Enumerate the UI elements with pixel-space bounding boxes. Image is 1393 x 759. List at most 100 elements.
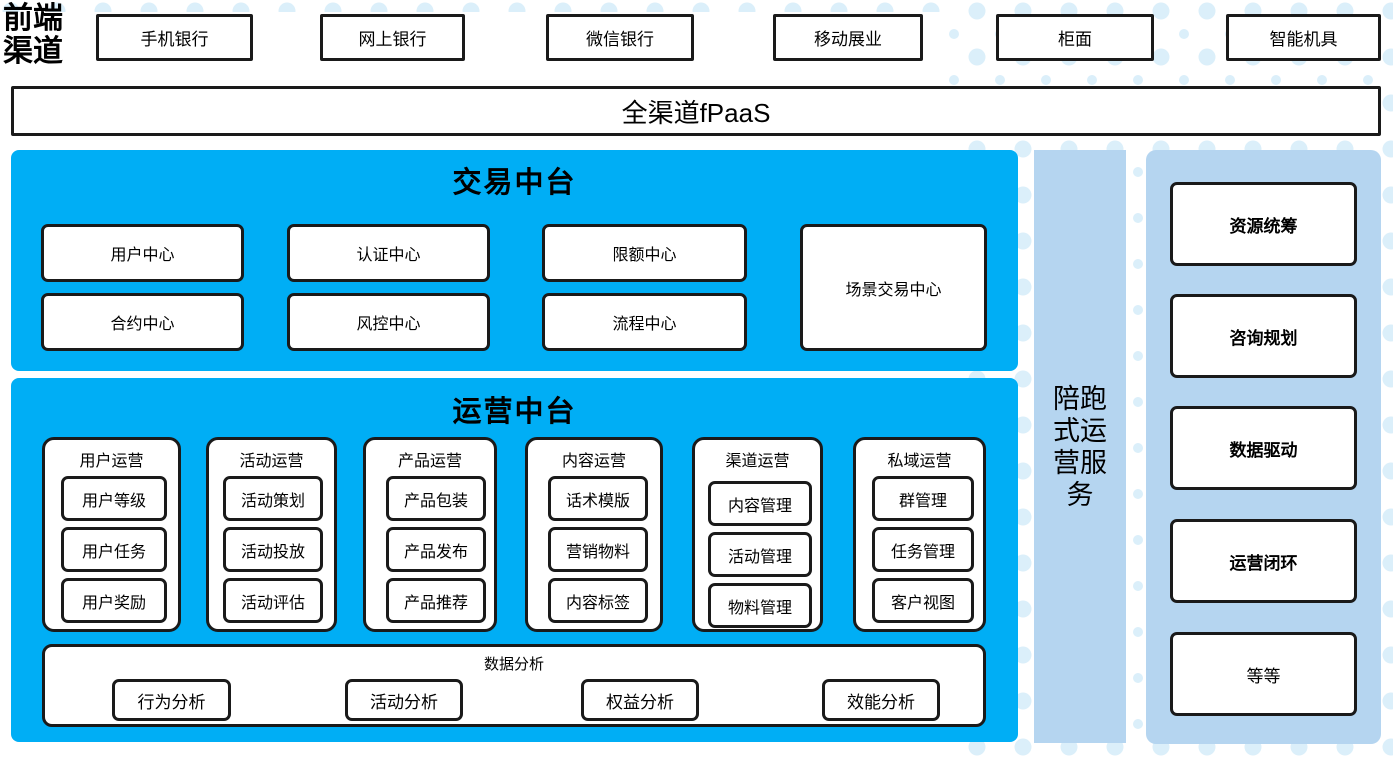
trade-center-title: 交易中台 (452, 167, 577, 199)
channel-label: 手机银行 (140, 30, 209, 49)
trade-box-label: 用户中心 (110, 247, 175, 264)
channel-label: 智能机具 (1269, 30, 1338, 49)
operation-center-title: 运营中台 (452, 396, 577, 428)
trade-box-label: 流程中心 (612, 316, 677, 333)
analysis-box-benefit[interactable]: 权益分析 (581, 679, 699, 721)
operation-subitem[interactable]: 物料管理 (708, 583, 812, 628)
front-channel-heading-line2: 渠道 (3, 35, 63, 68)
analysis-box-label: 活动分析 (370, 692, 438, 712)
trade-box-label: 场景交易中心 (845, 281, 942, 299)
trade-box-contract-center[interactable]: 合约中心 (41, 293, 244, 351)
channel-label: 柜面 (1058, 30, 1092, 49)
operation-subitem[interactable]: 用户任务 (61, 527, 167, 572)
service-rail-label-text: 陪跑式运营服务 (1053, 383, 1107, 510)
operation-subitem-label: 活动投放 (240, 543, 305, 561)
operation-subitem[interactable]: 活动管理 (708, 532, 812, 577)
channel-box-online-bank[interactable]: 网上银行 (320, 14, 465, 61)
operation-subitem-label: 任务管理 (890, 543, 955, 561)
channel-label: 网上银行 (358, 30, 427, 49)
operation-subitem-label: 话术模版 (565, 492, 630, 510)
operation-subitem-label: 活动评估 (240, 594, 305, 612)
operation-subitem[interactable]: 内容管理 (708, 481, 812, 526)
operation-subitem-label: 活动管理 (727, 548, 792, 566)
trade-box-user-center[interactable]: 用户中心 (41, 224, 244, 282)
operation-column-title: 内容运营 (561, 453, 626, 470)
operation-subitem-label: 物料管理 (727, 599, 792, 617)
operation-column-title: 渠道运营 (725, 453, 790, 470)
operation-column-product[interactable]: 产品运营 产品包装 产品发布 产品推荐 (363, 437, 497, 632)
operation-subitem[interactable]: 用户等级 (61, 476, 167, 521)
channel-box-counter[interactable]: 柜面 (996, 14, 1154, 61)
service-box-data-driven[interactable]: 数据驱动 (1170, 406, 1357, 490)
operation-subitem[interactable]: 产品推荐 (386, 578, 486, 623)
operation-subitem-label: 活动策划 (240, 492, 305, 510)
channel-box-mobile-bank[interactable]: 手机银行 (96, 14, 253, 61)
service-rail-label: 陪跑式运营服务 (1034, 150, 1126, 743)
operation-subitem-label: 群管理 (898, 492, 947, 510)
operation-subitem[interactable]: 活动投放 (223, 527, 323, 572)
operation-subitem-label: 营销物料 (565, 543, 630, 561)
trade-box-risk-center[interactable]: 风控中心 (287, 293, 490, 351)
operation-subitem[interactable]: 话术模版 (548, 476, 648, 521)
service-box-resource-coordination[interactable]: 资源统筹 (1170, 182, 1357, 266)
operation-column-content[interactable]: 内容运营 话术模版 营销物料 内容标签 (525, 437, 663, 632)
operation-subitem[interactable]: 群管理 (872, 476, 974, 521)
operation-subitem[interactable]: 活动策划 (223, 476, 323, 521)
analysis-box-label: 效能分析 (847, 692, 915, 712)
trade-box-limit-center[interactable]: 限额中心 (542, 224, 747, 282)
front-channel-heading-line1: 前端 (3, 2, 63, 35)
service-box-consulting-planning[interactable]: 咨询规划 (1170, 294, 1357, 378)
service-box-operation-closed-loop[interactable]: 运营闭环 (1170, 519, 1357, 603)
analysis-box-label: 行为分析 (137, 692, 206, 712)
trade-box-auth-center[interactable]: 认证中心 (287, 224, 490, 282)
trade-box-label: 风控中心 (356, 316, 421, 333)
channel-box-smart-machine[interactable]: 智能机具 (1226, 14, 1381, 61)
service-box-label: 资源统筹 (1229, 216, 1298, 236)
operation-column-title: 产品运营 (397, 453, 462, 470)
analysis-box-efficiency[interactable]: 效能分析 (822, 679, 940, 721)
omnichannel-fpaas-bar[interactable]: 全渠道fPaaS (11, 86, 1381, 136)
service-box-label: 咨询规划 (1229, 328, 1298, 348)
operation-subitem[interactable]: 任务管理 (872, 527, 974, 572)
service-box-etc[interactable]: 等等 (1170, 632, 1357, 716)
trade-box-label: 认证中心 (356, 247, 421, 264)
operation-subitem-label: 用户任务 (81, 543, 146, 561)
service-box-label: 数据驱动 (1229, 440, 1298, 460)
service-box-label: 等等 (1246, 666, 1281, 686)
analysis-box-label: 权益分析 (606, 692, 674, 712)
operation-subitem[interactable]: 产品发布 (386, 527, 486, 572)
operation-subitem-label: 客户视图 (890, 594, 955, 612)
channel-label: 移动展业 (814, 30, 882, 49)
fpaas-label: 全渠道fPaaS (621, 97, 771, 128)
trade-box-scene-transaction-center[interactable]: 场景交易中心 (800, 224, 987, 351)
channel-box-mobile-business[interactable]: 移动展业 (773, 14, 923, 61)
operation-column-campaign[interactable]: 活动运营 活动策划 活动投放 活动评估 (206, 437, 337, 632)
trade-box-label: 限额中心 (612, 247, 677, 264)
operation-subitem[interactable]: 产品包装 (386, 476, 486, 521)
operation-column-user[interactable]: 用户运营 用户等级 用户任务 用户奖励 (42, 437, 181, 632)
operation-subitem-label: 内容标签 (565, 594, 630, 612)
operation-subitem-label: 产品包装 (403, 492, 468, 510)
operation-subitem[interactable]: 内容标签 (548, 578, 648, 623)
service-box-label: 运营闭环 (1229, 553, 1298, 573)
channel-box-wechat-bank[interactable]: 微信银行 (546, 14, 694, 61)
operation-column-private-domain[interactable]: 私域运营 群管理 任务管理 客户视图 (853, 437, 986, 632)
analysis-box-campaign[interactable]: 活动分析 (345, 679, 463, 721)
trade-box-label: 合约中心 (110, 316, 175, 333)
operation-subitem-label: 内容管理 (727, 497, 792, 515)
operation-column-title: 私域运营 (887, 453, 952, 470)
operation-subitem[interactable]: 用户奖励 (61, 578, 167, 623)
data-analysis-panel[interactable]: 数据分析 行为分析 活动分析 权益分析 效能分析 (42, 644, 986, 727)
analysis-box-behavior[interactable]: 行为分析 (112, 679, 231, 721)
operation-subitem-label: 用户等级 (81, 492, 146, 510)
operation-subitem[interactable]: 客户视图 (872, 578, 974, 623)
operation-subitem[interactable]: 营销物料 (548, 527, 648, 572)
operation-column-channel[interactable]: 渠道运营 内容管理 活动管理 物料管理 (692, 437, 823, 632)
operation-column-title: 活动运营 (239, 453, 304, 470)
operation-column-title: 用户运营 (79, 453, 144, 470)
trade-box-process-center[interactable]: 流程中心 (542, 293, 747, 351)
front-channel-heading: 前端 渠道 (3, 2, 89, 68)
operation-subitem[interactable]: 活动评估 (223, 578, 323, 623)
channel-label: 微信银行 (586, 30, 654, 49)
